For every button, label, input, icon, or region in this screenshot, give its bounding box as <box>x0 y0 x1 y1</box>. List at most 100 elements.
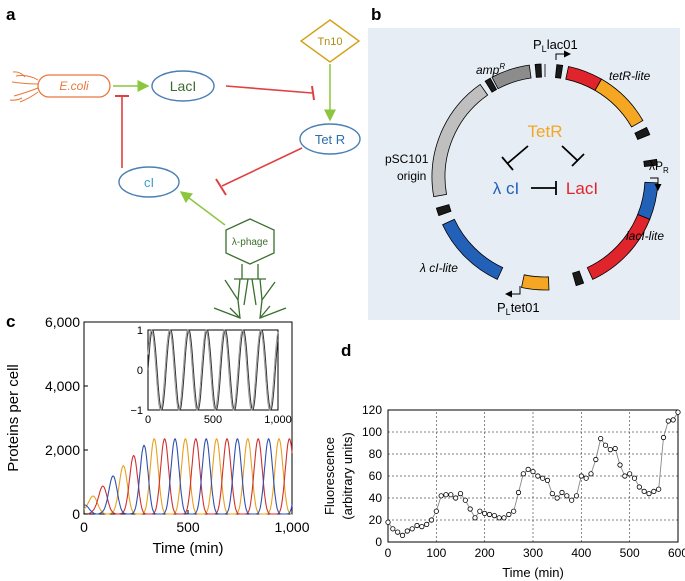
d-point <box>583 475 589 481</box>
d-point <box>612 445 618 452</box>
segment-tetR-lite <box>594 78 644 128</box>
promoter-lambda-arrow <box>650 177 662 191</box>
d-point <box>511 508 517 514</box>
d-point <box>631 475 638 481</box>
d-point <box>457 490 464 497</box>
ci-label: cI <box>144 175 154 190</box>
d-point <box>598 435 604 442</box>
chart-d-ylabel-2: (arbitrary units) <box>340 432 355 519</box>
d-point <box>607 446 613 453</box>
d-point <box>477 508 483 514</box>
d-point <box>675 409 681 415</box>
d-ytick-label: 60 <box>369 469 383 483</box>
inset-xtick-label: 1,000 <box>264 414 292 426</box>
chart-c-yticks: 0 2,000 4,000 6,000 <box>45 314 88 522</box>
d-point <box>491 512 497 519</box>
d-point <box>530 468 536 475</box>
center-ci-label: λ cI <box>493 179 519 198</box>
promoter-lac-label: PLlac01 <box>533 37 578 54</box>
phage-to-ci-arrow <box>179 191 226 226</box>
laci-node <box>151 70 215 102</box>
panel-a-letter: a <box>6 5 16 24</box>
tetr-label: Tet R <box>315 132 345 147</box>
d-point <box>482 510 488 517</box>
panel-a: a E.coli LacI Tn10 Tet R cI λ-pha <box>6 5 361 319</box>
d-ytick-label: 80 <box>369 447 383 461</box>
d-xtick-label: 300 <box>523 546 543 560</box>
plasmid-map <box>431 63 659 291</box>
d-xtick-label: 200 <box>475 546 495 560</box>
d-ytick-label: 0 <box>375 535 382 549</box>
tetr-represses-ci <box>221 147 303 187</box>
plasmid-marker-6 <box>534 63 542 78</box>
panel-c-letter: c <box>6 312 15 331</box>
ci-lite-label: λ cI-lite <box>419 261 458 275</box>
d-point <box>414 522 420 529</box>
chart-c-series <box>83 438 293 515</box>
inset-xtick-label: 500 <box>204 414 222 426</box>
inset-ytick-label: −1 <box>130 405 143 417</box>
d-point <box>569 497 575 503</box>
d-point <box>593 456 599 463</box>
inset-series-1 <box>147 329 279 411</box>
d-point <box>515 489 522 496</box>
d-point <box>578 473 584 479</box>
d-point <box>588 471 594 477</box>
plasmid-marker-5 <box>484 77 498 93</box>
phage-icon <box>213 218 287 319</box>
c-ytick-label: 2,000 <box>45 442 80 458</box>
tetR-lite-label: tetR-lite <box>609 69 651 83</box>
d-point <box>501 515 507 521</box>
promoter-lac-arrow <box>555 50 571 60</box>
ci-node <box>118 166 180 198</box>
d-xtick-label: 600 <box>668 546 685 560</box>
segment-ampR <box>491 64 532 90</box>
d-point <box>438 493 444 499</box>
c-ytick-label: 4,000 <box>45 378 80 394</box>
c-xtick-label: 0 <box>80 519 88 535</box>
c-ytick-label: 6,000 <box>45 314 80 330</box>
segment-origin <box>431 83 489 198</box>
d-ytick-label: 120 <box>362 403 382 417</box>
d-point <box>453 495 459 501</box>
d-point <box>385 519 391 525</box>
segment-laci-lite <box>586 213 651 280</box>
d-point <box>399 532 406 539</box>
tn10-label: Tn10 <box>317 36 342 48</box>
d-point <box>520 471 526 477</box>
chart-d-frame <box>387 409 679 543</box>
d-point <box>496 515 502 521</box>
plasmid-marker-4 <box>435 204 452 217</box>
inset-series-0 <box>147 329 279 411</box>
d-ytick-label: 100 <box>362 425 382 439</box>
c-ytick-label: 0 <box>72 506 80 522</box>
d-point <box>448 492 454 498</box>
d-point <box>602 442 609 448</box>
d-xtick-label: 500 <box>620 546 640 560</box>
d-point <box>540 475 546 481</box>
d-xtick-label: 100 <box>426 546 446 560</box>
ecoli-cell: E.coli <box>9 71 111 103</box>
c-xtick-label: 500 <box>176 519 200 535</box>
tetr-node <box>299 123 361 155</box>
tn10-node <box>299 19 361 63</box>
d-ytick-label: 20 <box>369 513 383 527</box>
inset-xtick-label: 0 <box>145 414 151 426</box>
d-point <box>486 511 493 518</box>
promoter-tet-label: PLtet01 <box>497 300 540 317</box>
d-point <box>424 521 430 528</box>
center-repression-edges <box>501 145 585 195</box>
origin-label-2: origin <box>397 169 426 183</box>
d-point <box>670 417 676 423</box>
d-point <box>617 462 623 468</box>
laci-represses-tetr <box>225 85 313 94</box>
origin-label-1: pSC101 <box>385 152 429 166</box>
segment-tet-promoter <box>521 274 550 291</box>
d-point <box>656 486 662 492</box>
promoter-tet-arrow <box>505 286 521 298</box>
d-point <box>525 466 531 472</box>
plasmid-marker-0 <box>555 64 564 79</box>
d-point <box>636 484 642 490</box>
